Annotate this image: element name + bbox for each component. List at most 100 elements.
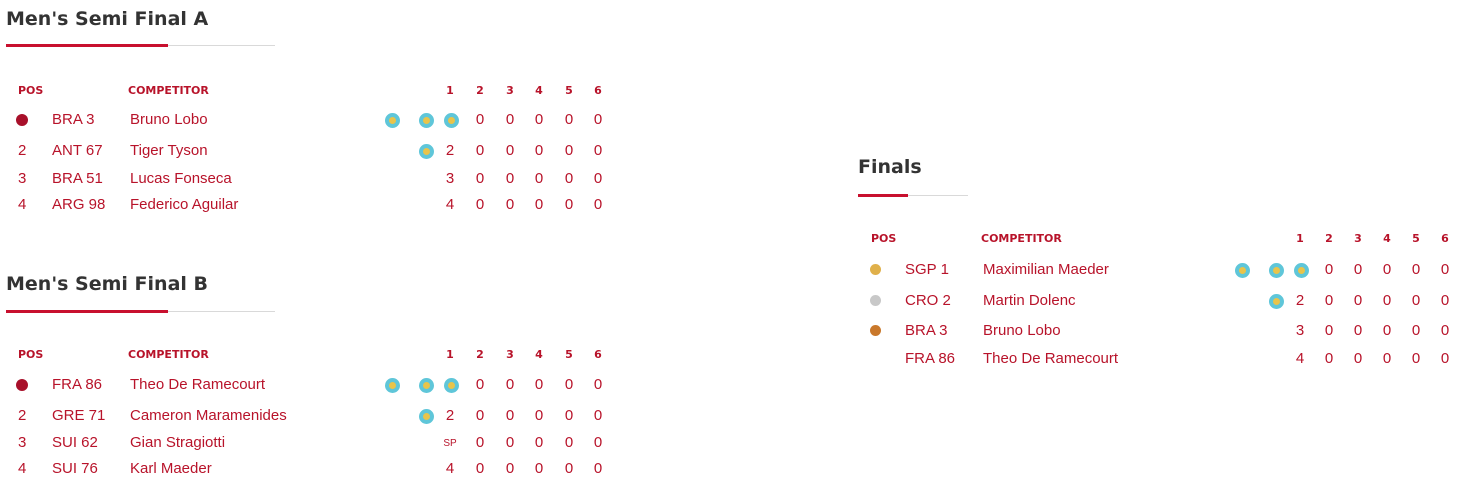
score-round-5: 0 bbox=[1411, 292, 1421, 309]
score-round-3: 0 bbox=[505, 142, 515, 159]
score-round-5: 0 bbox=[564, 196, 574, 213]
competitor-country[interactable]: SUI 76 bbox=[52, 460, 98, 477]
competitor-name[interactable]: Gian Stragiotti bbox=[130, 434, 226, 451]
score-round-1: 2 bbox=[445, 407, 455, 424]
winner-dot-icon bbox=[16, 114, 28, 126]
score-round-6: 0 bbox=[593, 407, 603, 424]
score-round-3: 0 bbox=[1353, 350, 1363, 367]
score-round-4: 0 bbox=[1382, 350, 1392, 367]
score-round-2: 0 bbox=[475, 434, 485, 451]
score-round-4: 0 bbox=[534, 434, 544, 451]
star-badge-icon bbox=[1294, 263, 1309, 278]
score-round-5: 0 bbox=[564, 407, 574, 424]
header-round-1: 1 bbox=[1296, 232, 1304, 245]
header-round-5: 5 bbox=[565, 84, 573, 97]
score-round-2: 0 bbox=[1324, 261, 1334, 278]
competitor-name[interactable]: Theo De Ramecourt bbox=[130, 376, 266, 393]
score-round-4: 0 bbox=[534, 407, 544, 424]
competitor-country[interactable]: ANT 67 bbox=[52, 142, 103, 159]
position: 4 bbox=[18, 460, 27, 477]
header-round-4: 4 bbox=[1383, 232, 1391, 245]
competitor-name[interactable]: Tiger Tyson bbox=[130, 142, 208, 159]
competitor-name[interactable]: Karl Maeder bbox=[130, 460, 212, 477]
score-round-1: 2 bbox=[445, 142, 455, 159]
finals-section: Finals POS COMPETITOR 1 2 3 4 5 6 SGP 1 … bbox=[858, 150, 1468, 380]
competitor-country[interactable]: FRA 86 bbox=[52, 376, 103, 393]
score-round-1: 4 bbox=[445, 460, 455, 477]
score-round-3: 0 bbox=[1353, 292, 1363, 309]
bronze-medal-icon bbox=[870, 325, 881, 336]
score-round-2: 0 bbox=[475, 460, 485, 477]
header-round-4: 4 bbox=[535, 348, 543, 361]
competitor-country[interactable]: GRE 71 bbox=[52, 407, 106, 424]
header-round-5: 5 bbox=[565, 348, 573, 361]
competitor-name[interactable]: Martin Dolenc bbox=[983, 292, 1076, 309]
score-round-3: 0 bbox=[505, 407, 515, 424]
header-pos: POS bbox=[18, 348, 44, 361]
title-accent-bar bbox=[6, 44, 168, 47]
header-round-3: 3 bbox=[1354, 232, 1362, 245]
score-round-3: 0 bbox=[505, 376, 515, 393]
position: 2 bbox=[18, 142, 27, 159]
score-round-5: 0 bbox=[1411, 350, 1421, 367]
title-accent-bar bbox=[6, 310, 168, 313]
score-round-1: 4 bbox=[445, 196, 455, 213]
score-round-6: 0 bbox=[1440, 350, 1450, 367]
score-round-4: 0 bbox=[1382, 261, 1392, 278]
silver-medal-icon bbox=[870, 295, 881, 306]
competitor-country[interactable]: SGP 1 bbox=[905, 261, 949, 278]
competitor-name[interactable]: Maximilian Maeder bbox=[983, 261, 1109, 278]
star-badge-icon bbox=[419, 113, 434, 128]
score-round-5: 0 bbox=[564, 142, 574, 159]
header-round-5: 5 bbox=[1412, 232, 1420, 245]
competitor-name[interactable]: Bruno Lobo bbox=[130, 111, 208, 128]
semi-final-a-title: Men's Semi Final A bbox=[6, 8, 209, 30]
competitor-name[interactable]: Theo De Ramecourt bbox=[983, 350, 1119, 367]
competitor-country[interactable]: ARG 98 bbox=[52, 196, 106, 213]
competitor-country[interactable]: BRA 3 bbox=[52, 111, 95, 128]
score-round-2: 0 bbox=[475, 407, 485, 424]
score-round-5: 0 bbox=[564, 111, 574, 128]
header-round-4: 4 bbox=[535, 84, 543, 97]
position: 4 bbox=[18, 196, 27, 213]
header-round-6: 6 bbox=[1441, 232, 1449, 245]
title-divider bbox=[858, 195, 968, 196]
header-round-3: 3 bbox=[506, 84, 514, 97]
star-badge-icon bbox=[419, 144, 434, 159]
winner-dot-icon bbox=[16, 379, 28, 391]
competitor-country[interactable]: CRO 2 bbox=[905, 292, 951, 309]
competitor-country[interactable]: FRA 86 bbox=[905, 350, 956, 367]
score-round-2: 0 bbox=[1324, 350, 1334, 367]
score-round-4: 0 bbox=[534, 376, 544, 393]
score-round-4: 0 bbox=[534, 142, 544, 159]
score-round-2: 0 bbox=[475, 196, 485, 213]
score-round-6: 0 bbox=[593, 434, 603, 451]
competitor-country[interactable]: SUI 62 bbox=[52, 434, 98, 451]
star-badge-icon bbox=[419, 378, 434, 393]
header-round-1: 1 bbox=[446, 348, 454, 361]
competitor-name[interactable]: Federico Aguilar bbox=[130, 196, 239, 213]
competitor-country[interactable]: BRA 51 bbox=[52, 170, 103, 187]
header-competitor: COMPETITOR bbox=[128, 348, 209, 361]
score-round-4: 0 bbox=[534, 111, 544, 128]
competitor-country[interactable]: BRA 3 bbox=[905, 322, 948, 339]
header-round-1: 1 bbox=[446, 84, 454, 97]
score-round-1: 3 bbox=[445, 170, 455, 187]
score-round-6: 0 bbox=[1440, 261, 1450, 278]
star-badge-icon bbox=[385, 378, 400, 393]
star-badge-icon bbox=[419, 409, 434, 424]
competitor-name[interactable]: Bruno Lobo bbox=[983, 322, 1061, 339]
score-round-4: 0 bbox=[534, 170, 544, 187]
score-round-5: 0 bbox=[1411, 322, 1421, 339]
header-round-6: 6 bbox=[594, 348, 602, 361]
semi-final-b-section: Men's Semi Final B POS COMPETITOR 1 2 3 … bbox=[6, 270, 626, 480]
score-round-4: 0 bbox=[534, 196, 544, 213]
score-round-6: 0 bbox=[593, 376, 603, 393]
score-round-6: 0 bbox=[1440, 292, 1450, 309]
competitor-name[interactable]: Cameron Maramenides bbox=[130, 407, 287, 424]
header-round-6: 6 bbox=[594, 84, 602, 97]
competitor-name[interactable]: Lucas Fonseca bbox=[130, 170, 232, 187]
semi-final-b-title: Men's Semi Final B bbox=[6, 273, 209, 295]
score-round-6: 0 bbox=[593, 170, 603, 187]
score-round-3: 0 bbox=[505, 170, 515, 187]
